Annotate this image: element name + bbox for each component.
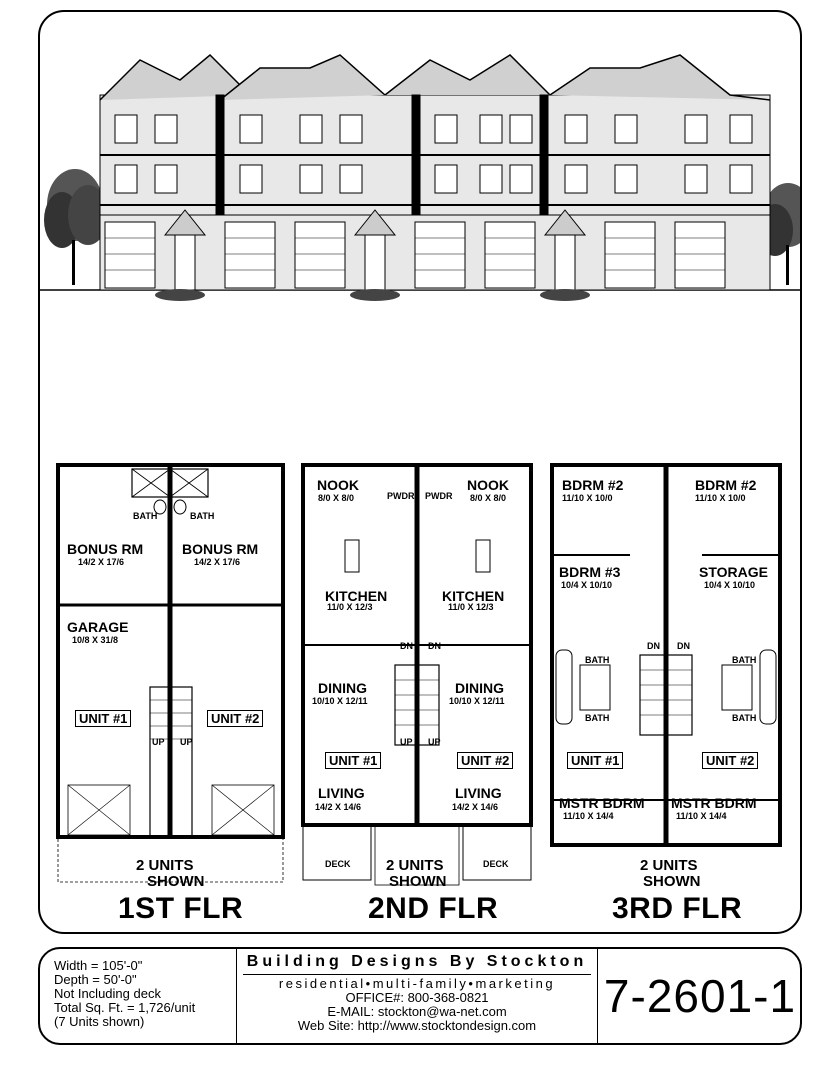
pwdr-1-label: PWDR [387, 491, 415, 501]
third-floor-units-shown-1: 2 UNITS [640, 857, 698, 874]
third-floor-plan [550, 463, 782, 847]
living-1-size: 14/2 X 14/6 [315, 802, 362, 812]
master-bedroom-1-size: 11/10 X 14/4 [563, 811, 614, 821]
third-floor-bath-1: BATH [585, 655, 610, 665]
first-floor-up-1: UP [152, 737, 165, 747]
nook-2-label: NOOK [467, 477, 509, 493]
bonus-room-1-size: 14/2 X 17/6 [78, 557, 125, 567]
deck-1-label: DECK [325, 859, 351, 869]
spec-units-shown: (7 Units shown) [54, 1014, 145, 1029]
first-floor-up-2: UP [180, 737, 193, 747]
bdrm2-1-size: 11/10 X 10/0 [562, 493, 613, 503]
bonus-room-2-size: 14/2 X 17/6 [194, 557, 241, 567]
second-floor-units-shown-1: 2 UNITS [386, 857, 444, 874]
dining-2-label: DINING [455, 680, 504, 696]
first-floor-plan [56, 463, 285, 883]
first-floor-title: 1ST FLR [118, 892, 244, 925]
storage-label: STORAGE [699, 564, 768, 580]
master-bedroom-2-label: MSTR BDRM [671, 795, 757, 811]
bdrm3-label: BDRM #3 [559, 564, 621, 580]
first-floor-units-shown-2: SHOWN [147, 873, 205, 890]
bdrm3-size: 10/4 X 10/10 [561, 580, 613, 590]
first-floor-bath-right: BATH [190, 511, 215, 521]
kitchen-1-label: KITCHEN [325, 588, 388, 604]
second-floor-up-1: UP [400, 737, 413, 747]
third-floor-bath-2: BATH [732, 655, 757, 665]
dining-1-label: DINING [318, 680, 367, 696]
spec-total-sqft: Total Sq. Ft. = 1,726/unit [54, 1000, 196, 1015]
second-floor-title: 2ND FLR [368, 892, 499, 925]
second-floor-plan [301, 463, 533, 886]
first-floor-unit-2: UNIT #2 [207, 710, 264, 727]
kitchen-2-size: 11/0 X 12/3 [448, 602, 494, 612]
second-floor-dn-2: DN [428, 641, 441, 651]
bdrm2-2-label: BDRM #2 [695, 477, 757, 493]
third-floor-bath-3: BATH [585, 713, 610, 723]
master-bedroom-2-size: 11/10 X 14/4 [676, 811, 727, 821]
third-floor-unit-1: UNIT #1 [567, 752, 624, 769]
storage-size: 10/4 X 10/10 [704, 580, 756, 590]
second-floor-dn-1: DN [400, 641, 413, 651]
third-floor-title: 3RD FLR [612, 892, 743, 925]
office-phone: OFFICE#: 800-368-0821 [345, 990, 489, 1005]
kitchen-2-label: KITCHEN [442, 588, 505, 604]
third-floor-dn-2: DN [677, 641, 690, 651]
third-floor-bath-4: BATH [732, 713, 757, 723]
second-floor-unit-2: UNIT #2 [457, 752, 514, 769]
nook-1-label: NOOK [317, 477, 359, 493]
nook-1-size: 8/0 X 8/0 [318, 493, 355, 503]
pwdr-2-label: PWDR [425, 491, 453, 501]
second-floor-units-shown-2: SHOWN [389, 873, 447, 890]
spec-deck-note: Not Including deck [54, 986, 161, 1001]
spec-depth: Depth = 50'-0" [54, 972, 137, 987]
firm-name: Building Designs By Stockton [246, 953, 588, 970]
website-link[interactable]: Web Site: http://www.stocktondesign.com [297, 1018, 537, 1033]
third-floor-dn-1: DN [647, 641, 660, 651]
dining-1-size: 10/10 X 12/11 [312, 696, 368, 706]
first-floor-unit-1: UNIT #1 [75, 710, 132, 727]
plan-specs: Width = 105'-0" Depth = 50'-0" Not Inclu… [54, 959, 195, 1029]
living-1-label: LIVING [318, 785, 365, 801]
living-2-size: 14/2 X 14/6 [452, 802, 499, 812]
third-floor-units-shown-2: SHOWN [643, 873, 701, 890]
plan-number: 7-2601-1 [603, 970, 797, 1022]
master-bedroom-1-label: MSTR BDRM [559, 795, 645, 811]
dining-2-size: 10/10 X 12/11 [449, 696, 505, 706]
title-block: Width = 105'-0" Depth = 50'-0" Not Inclu… [38, 947, 802, 1045]
nook-2-size: 8/0 X 8/0 [470, 493, 507, 503]
first-floor-bath-left: BATH [133, 511, 158, 521]
garage-label: GARAGE [67, 619, 129, 635]
front-elevation [40, 53, 800, 301]
bonus-room-1-label: BONUS RM [67, 541, 144, 557]
bdrm2-2-size: 11/10 X 10/0 [695, 493, 746, 503]
second-floor-unit-1: UNIT #1 [325, 752, 382, 769]
divider-rule [243, 974, 591, 975]
firm-tagline: residential•multi-family•marketing [278, 976, 556, 991]
second-floor-up-2: UP [428, 737, 441, 747]
kitchen-1-size: 11/0 X 12/3 [327, 602, 373, 612]
garage-size: 10/8 X 31/8 [72, 635, 119, 645]
deck-2-label: DECK [483, 859, 509, 869]
email-address: E-MAIL: stockton@wa-net.com [327, 1004, 507, 1019]
firm-info: Building Designs By Stockton residential… [236, 949, 598, 1043]
floor-plans [56, 463, 782, 886]
bonus-room-2-label: BONUS RM [182, 541, 259, 557]
spec-width: Width = 105'-0" [54, 958, 143, 973]
bdrm2-1-label: BDRM #2 [562, 477, 624, 493]
first-floor-units-shown-1: 2 UNITS [136, 857, 194, 874]
third-floor-unit-2: UNIT #2 [702, 752, 759, 769]
tree-left [44, 169, 108, 285]
sheet-border [38, 10, 802, 934]
living-2-label: LIVING [455, 785, 502, 801]
